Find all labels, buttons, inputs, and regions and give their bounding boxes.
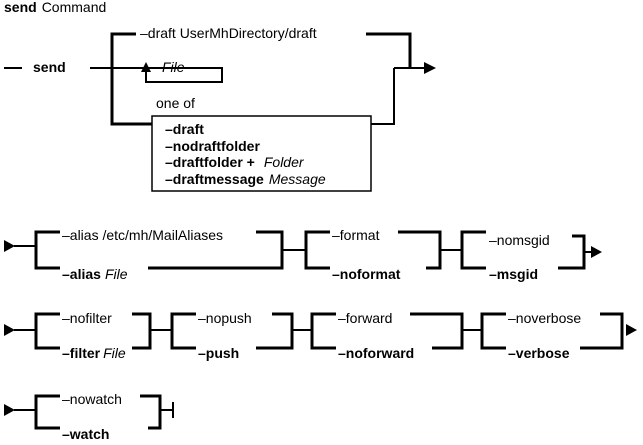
watch-default: –nowatch	[62, 391, 122, 407]
continue-arrow-icon	[424, 62, 436, 74]
filter-alt-flag: –filter	[62, 345, 101, 361]
group-bracket-left	[110, 32, 152, 126]
option-draftmessage-flag: –draftmessage	[165, 171, 264, 187]
option-draftmessage-arg: Message	[269, 171, 326, 187]
format-bracket-right	[398, 230, 442, 270]
filter-bracket-right	[132, 312, 152, 350]
push-bracket-left	[170, 312, 196, 350]
push-default: –nopush	[198, 310, 252, 326]
watch-bracket-right	[140, 394, 162, 430]
option-draftfolder-arg: Folder	[264, 154, 305, 170]
option-draftfolder-flag: –draftfolder +	[165, 154, 255, 170]
title-command: send	[4, 0, 37, 15]
row-4-start-arrow-icon	[4, 404, 15, 416]
verbose-bracket-right	[580, 312, 624, 350]
forward-bracket-right	[410, 312, 464, 350]
option-draft: –draft	[165, 121, 204, 137]
msgid-alt: –msgid	[489, 266, 538, 282]
option-nodraftfolder: –nodraftfolder	[165, 138, 260, 154]
verbose-alt: –verbose	[508, 345, 570, 361]
title-word: Command	[42, 0, 107, 15]
msgid-bracket-right	[558, 234, 586, 270]
row-2-start-arrow-icon	[4, 240, 15, 252]
filter-default: –nofilter	[62, 310, 112, 326]
one-of-label: one of	[156, 95, 195, 111]
alias-bracket-left	[34, 230, 60, 270]
forward-bracket-left	[310, 312, 336, 350]
push-bracket-right	[256, 312, 294, 350]
watch-bracket-left	[34, 394, 60, 430]
group-bracket-right-top	[366, 32, 412, 68]
options-return-line	[371, 68, 395, 125]
row-3-start-arrow-icon	[4, 324, 15, 336]
option-draftmessage: –draftmessage Message	[165, 171, 326, 187]
forward-alt: –noforward	[338, 345, 414, 361]
verbose-default: –noverbose	[508, 310, 581, 326]
options-box	[151, 115, 372, 192]
alias-default: –alias /etc/mh/MailAliases	[62, 227, 223, 243]
format-alt: –noformat	[332, 266, 401, 282]
msgid-default: –nomsgid	[489, 232, 550, 248]
option-draftfolder: –draftfolder + Folder	[165, 154, 305, 170]
row-1: send –draft UserMhDirectory/draft File o…	[4, 25, 436, 192]
filter-alt-arg: File	[103, 345, 126, 361]
title: send Command	[4, 0, 106, 15]
filter-bracket-left	[34, 312, 60, 350]
watch-alt: –watch	[62, 426, 109, 442]
push-alt: –push	[198, 345, 239, 361]
alias-alt-arg: File	[105, 266, 128, 282]
row-4: –nowatch –watch	[4, 391, 174, 442]
alias-alt-flag: –alias	[62, 266, 101, 282]
row-3-continue-arrow-icon	[626, 324, 637, 336]
row-2-continue-arrow-icon	[591, 246, 602, 258]
default-draft-option: –draft UserMhDirectory/draft	[140, 25, 317, 41]
file-repeat-loop	[112, 67, 223, 83]
format-default: –format	[332, 227, 380, 243]
format-bracket-left	[304, 230, 330, 270]
verbose-bracket-left	[480, 312, 506, 350]
forward-default: –forward	[338, 310, 392, 326]
command-keyword: send	[33, 59, 66, 75]
msgid-bracket-left	[460, 230, 486, 270]
repeat-arrow-icon	[141, 62, 151, 72]
file-argument: File	[162, 59, 185, 75]
